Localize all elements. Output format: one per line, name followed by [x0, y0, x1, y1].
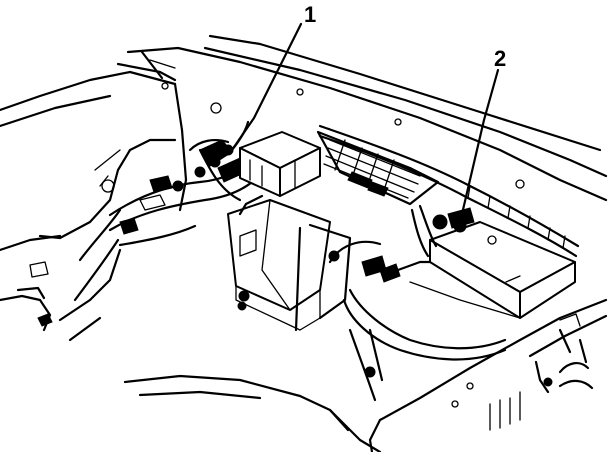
- callout-2-label: 2: [494, 46, 506, 71]
- callout-2-leader: [460, 68, 500, 216]
- callout-leaders: [230, 22, 500, 216]
- lower-frame: [58, 248, 382, 452]
- relay-center: [239, 131, 321, 197]
- cowl-panel: [116, 34, 608, 202]
- left-fender: [0, 70, 222, 332]
- callout-1-leader: [230, 22, 303, 152]
- cowl-vent-grille: [316, 130, 440, 206]
- callout-1-label: 1: [304, 2, 316, 27]
- central-module: [227, 194, 352, 332]
- component-2-terminal: [410, 204, 475, 258]
- center-harness: [328, 240, 507, 402]
- wiring-harness-cowl: [318, 124, 580, 258]
- right-fender: [368, 298, 608, 452]
